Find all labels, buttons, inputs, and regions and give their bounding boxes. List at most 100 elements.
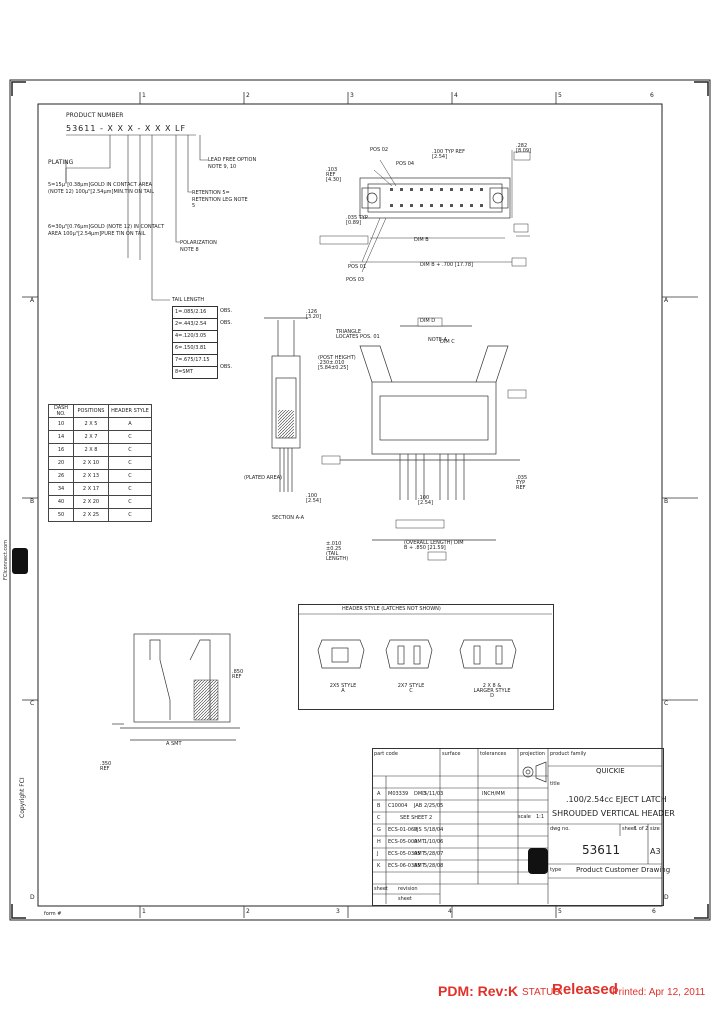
dim-pin-typ-ref: .035 TYP REF <box>516 475 528 491</box>
rev-row-a-letter: A <box>377 791 381 797</box>
rev-row-a-ecn: M03339 <box>388 791 409 797</box>
fci-logo-side <box>12 548 28 574</box>
scale-label: scale <box>518 814 531 820</box>
obs-label-2: OBS. <box>220 320 233 326</box>
type-label: type <box>550 867 562 873</box>
rev-row-j-date: 5/28/07 <box>424 851 444 857</box>
drawing-number-label: dwg no. <box>550 826 570 832</box>
zone-row-b: B <box>30 498 35 505</box>
rev-row-g-by: PJS <box>414 827 422 833</box>
title-label: title <box>550 781 560 787</box>
drawing-number-value: 53611 <box>582 843 621 857</box>
dim-pos-04: POS 04 <box>396 161 415 167</box>
cell-style: C <box>108 508 152 522</box>
rev-row-k-letter: K <box>377 863 381 869</box>
dim-post-height: (POST HEIGHT) .230±.010 [5.84±0.25] <box>318 355 356 371</box>
zone-col-1: 1 <box>142 92 146 99</box>
product-family-label: product family <box>550 751 587 757</box>
tail-length-1: 1=.085/2.16 <box>173 307 217 319</box>
tail-length-2: 2=.443/2.54 <box>173 319 217 331</box>
form-number-label: form # <box>44 911 62 917</box>
dim-pos-02: POS 02 <box>370 147 389 153</box>
style-a-label: 2X5 STYLE A <box>329 683 357 694</box>
plating-label: PLATING <box>48 159 74 166</box>
zone-row-a: A <box>30 297 35 304</box>
dim-b: DIM B <box>414 237 429 243</box>
footer-pdm: PDM: Rev:K <box>438 983 519 999</box>
plating-option-5: 5=15μ"[0.38μm]GOLD IN CONTACT AREA (NOTE… <box>48 182 155 195</box>
rev-row-h-ecn: ECS-05-000 <box>388 839 418 845</box>
tail-length-label: TAIL LENGTH <box>172 297 205 303</box>
retention-note: RETENTION 5= RETENTION LEG NOTE 5 <box>192 190 248 209</box>
cell-positions: 2 X 25 <box>73 508 109 522</box>
rev-row-j-ecn: ECS-05-0305 <box>388 851 421 857</box>
product-number-code: 53611 - X X X - X X X LF <box>66 124 187 133</box>
zone-col-6: 6 <box>650 92 654 99</box>
zone-row-a-right: A <box>664 297 669 304</box>
zone-col-4: 4 <box>454 92 458 99</box>
rev-row-b-ecn: C10004 <box>388 803 408 809</box>
surface-label: surface <box>442 751 461 757</box>
footer-printed: Printed: Apr 12, 2011 <box>612 987 706 998</box>
footer-status-label: STATUS: <box>522 987 563 998</box>
size-value: A3 <box>650 847 661 856</box>
dim-100-pitch-front: .100 [2.54] <box>418 495 434 506</box>
note-4: NOTE 4 <box>428 337 447 343</box>
rev-row-h-by: AMT <box>414 839 425 845</box>
plating-option-6: 6=30μ"[0.76μm]GOLD (NOTE 12) IN CONTACT … <box>48 224 165 237</box>
triangle-locates-note: TRIANGLE LOCATES POS. 01 <box>336 329 380 340</box>
tail-length-4: 4=.120/3.05 <box>173 331 217 343</box>
style-c-label: 2X7 STYLE C <box>397 683 425 694</box>
rev-row-g-ecn: ECS-01-063 <box>388 827 418 833</box>
tail-length-6: 6=.150/3.81 <box>173 343 217 355</box>
zone-col-2: 2 <box>246 92 250 99</box>
rev-row-j-by: AMT <box>414 851 425 857</box>
product-family-value: QUICKIE <box>596 767 625 775</box>
dim-100-pitch: .100 [2.54] <box>306 493 322 504</box>
rev-row-b-letter: B <box>377 803 381 809</box>
revision-row-label: revision <box>398 886 418 892</box>
dim-pin-typ: .035 TYP [0.89] <box>346 215 368 226</box>
header-style-box <box>298 604 554 710</box>
zone-row-c: C <box>30 700 35 707</box>
title-line-2: SHROUDED VERTICAL HEADER <box>552 809 675 818</box>
tolerance-label: tolerances <box>480 751 507 757</box>
rev-row-c-letter: C <box>377 815 381 821</box>
style-d-label: 2 X 8 & LARGER STYLE D <box>473 683 511 699</box>
dim-height-ref: .103 REF [4.30] <box>326 167 342 183</box>
zone-col-1-bottom: 1 <box>142 908 146 915</box>
tail-length-7: 7=.675/17.15 <box>173 355 217 367</box>
rev-row-h-date: 1/10/06 <box>424 839 444 845</box>
sheet-value: 1 of 2 <box>634 826 649 832</box>
rev-row-k-by: AMT <box>414 863 425 869</box>
zone-row-c-right: C <box>664 700 669 707</box>
rev-row-g-letter: G <box>377 827 381 833</box>
dim-b-plus-700: DIM B + .700 [17.78] <box>420 262 473 268</box>
size-label: size <box>650 826 660 832</box>
rev-row-b-by: JAB <box>414 803 423 809</box>
rev-row-k-date: 5/28/08 <box>424 863 444 869</box>
dim-pitch-ref: .100 TYP REF [2.54] <box>432 149 465 160</box>
zone-row-d-right: D <box>664 894 669 901</box>
projection-label: projection <box>520 751 545 757</box>
zone-col-6-bottom: 6 <box>652 908 656 915</box>
polarization-note: POLARIZATION NOTE 8 <box>180 240 217 253</box>
dim-d: DIM D <box>420 318 436 324</box>
title-line-1: .100/2.54cc EJECT LATCH <box>566 795 667 804</box>
rev-row-a-date: 5/11/03 <box>424 791 444 797</box>
rev-row-k-ecn: ECS-06-0385 <box>388 863 421 869</box>
sheet-label: sheet <box>622 826 636 832</box>
rev-row-g-date: 5/18/04 <box>424 827 444 833</box>
scale-value: 1:1 <box>536 814 545 820</box>
zone-col-5: 5 <box>558 92 562 99</box>
